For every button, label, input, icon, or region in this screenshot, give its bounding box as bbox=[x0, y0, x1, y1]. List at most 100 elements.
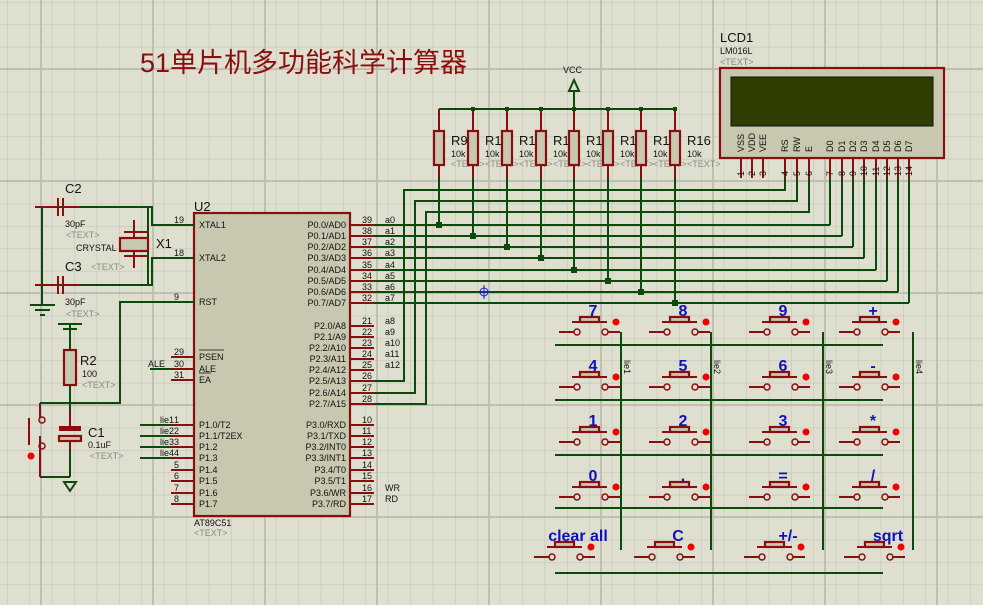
keypad-button[interactable]: 6 bbox=[749, 358, 810, 391]
keypad-button[interactable]: 4 bbox=[559, 358, 620, 391]
keypad-button[interactable]: 8 bbox=[649, 303, 710, 336]
key-label: * bbox=[870, 413, 877, 430]
mcu-pin-name: XTAL2 bbox=[199, 253, 226, 263]
mcu-pin-name: P3.3/INT1 bbox=[305, 453, 346, 463]
net-label: a7 bbox=[385, 293, 395, 303]
lcd-pin-name: D1 bbox=[837, 140, 847, 152]
pin-marker-icon bbox=[702, 483, 710, 491]
mcu-pin-number: 15 bbox=[362, 471, 372, 481]
mcu-text: <TEXT> bbox=[194, 528, 228, 538]
key-label: 8 bbox=[679, 303, 688, 320]
pin-marker-icon bbox=[802, 483, 810, 491]
net-label: a10 bbox=[385, 338, 400, 348]
mcu-pin-number: 34 bbox=[362, 271, 372, 281]
key-label: . bbox=[681, 468, 685, 485]
reset-button[interactable] bbox=[28, 403, 41, 477]
lcd-pin-name: D7 bbox=[904, 140, 914, 152]
keypad-button[interactable]: - bbox=[839, 358, 900, 391]
net-label: ALE bbox=[148, 359, 165, 369]
mcu-pin-number: 5 bbox=[174, 460, 179, 470]
mcu-pin-number: 21 bbox=[362, 316, 372, 326]
mcu-pin-number: 37 bbox=[362, 237, 372, 247]
mcu-pin-number: 6 bbox=[174, 471, 179, 481]
c1-ref: C1 bbox=[88, 425, 105, 440]
lcd-pin-name: D6 bbox=[893, 140, 903, 152]
keypad-button[interactable]: 5 bbox=[649, 358, 710, 391]
mcu-pin-name: P1.4 bbox=[199, 465, 218, 475]
mcu-pin-number: 4 bbox=[174, 448, 179, 458]
keypad-button[interactable]: clear all bbox=[534, 528, 608, 561]
crystal-ref: X1 bbox=[156, 236, 172, 251]
lcd-pin-number: 14 bbox=[904, 166, 914, 176]
keypad-button[interactable]: 2 bbox=[649, 413, 710, 446]
mcu-pin-number: 36 bbox=[362, 248, 372, 258]
keypad-button[interactable]: 0 bbox=[559, 468, 620, 501]
keypad-button[interactable]: 7 bbox=[559, 303, 620, 336]
net-label: a9 bbox=[385, 327, 395, 337]
keypad-button[interactable]: C bbox=[634, 528, 695, 561]
net-label: a2 bbox=[385, 237, 395, 247]
lcd-pin-number: 13 bbox=[893, 166, 903, 176]
mcu-pin-number: 8 bbox=[174, 494, 179, 504]
lcd-pin-name: VDD bbox=[747, 132, 757, 152]
keypad-button[interactable]: + bbox=[839, 303, 900, 336]
net-label: a8 bbox=[385, 316, 395, 326]
keypad-button[interactable]: * bbox=[839, 413, 900, 446]
pin-marker-icon bbox=[612, 318, 620, 326]
mcu-pin-name: P0.6/AD6 bbox=[307, 287, 346, 297]
reset-circuit[interactable]: R2 100 <TEXT> C1 0.1uF <TEXT> bbox=[27, 301, 195, 493]
lcd-pin-number: 11 bbox=[871, 167, 881, 176]
pin-marker-icon bbox=[892, 428, 900, 436]
mcu-pin-number: 12 bbox=[362, 437, 372, 447]
lcd-screen bbox=[730, 76, 934, 127]
keypad-button[interactable]: +/- bbox=[744, 528, 805, 561]
oscillator-circuit[interactable]: C2 30pF <TEXT> C3 <TEXT> 30pF <TEXT> CRY… bbox=[30, 181, 194, 319]
mcu-pin-name: P2.2/A10 bbox=[309, 343, 346, 353]
net-label: lie3 bbox=[160, 437, 174, 447]
c1-value: 0.1uF bbox=[88, 440, 112, 450]
mcu-pin-name: P1.1/T2EX bbox=[199, 431, 243, 441]
keypad-button[interactable]: 3 bbox=[749, 413, 810, 446]
mcu-pin-name: EA bbox=[199, 375, 211, 385]
lcd-pin-name: D2 bbox=[848, 140, 858, 152]
keypad-button[interactable]: sqrt bbox=[844, 528, 905, 561]
keypad-button[interactable]: 9 bbox=[749, 303, 810, 336]
mcu-pin-name: P0.2/AD2 bbox=[307, 242, 346, 252]
mcu-pin-name: P3.6/WR bbox=[310, 488, 347, 498]
net-label: a0 bbox=[385, 215, 395, 225]
mcu-pin-name: P1.2 bbox=[199, 442, 218, 452]
keypad-button[interactable]: = bbox=[749, 468, 810, 501]
pin-marker-icon bbox=[702, 318, 710, 326]
column-net-label: lie1 bbox=[622, 360, 632, 374]
mcu-pin-number: 28 bbox=[362, 394, 372, 404]
net-label: a12 bbox=[385, 360, 400, 370]
mcu-ref: U2 bbox=[194, 199, 211, 214]
pin-marker-icon bbox=[802, 428, 810, 436]
lcd-pin-number: 5 bbox=[792, 171, 802, 176]
r2-ref: R2 bbox=[80, 353, 97, 368]
keypad-button[interactable]: / bbox=[839, 468, 900, 501]
lcd-pin-name: D3 bbox=[859, 140, 869, 152]
ground-icon bbox=[62, 481, 78, 493]
resistor-ref: R16 bbox=[687, 133, 711, 148]
keypad-button[interactable]: 1 bbox=[559, 413, 620, 446]
c3-ref: C3 bbox=[65, 259, 82, 274]
key-label: - bbox=[870, 358, 875, 375]
lcd-pin-name: D4 bbox=[871, 140, 881, 152]
resistor-value: 10k bbox=[653, 149, 668, 159]
pin-marker-icon bbox=[612, 373, 620, 381]
vcc-label: VCC bbox=[563, 65, 583, 75]
net-label: lie1 bbox=[160, 415, 174, 425]
lcd-pin-number: 10 bbox=[859, 166, 869, 176]
mcu-model: AT89C51 bbox=[194, 518, 231, 528]
mcu-pin-number: 13 bbox=[362, 448, 372, 458]
keypad-button[interactable]: . bbox=[649, 468, 710, 501]
key-label: clear all bbox=[548, 528, 608, 545]
pin-marker-icon bbox=[587, 543, 595, 551]
pin-marker-icon bbox=[802, 318, 810, 326]
lcd-module[interactable]: LCD1 LM016L <TEXT> VSS1VDD2VEE3RS4RW5E6D… bbox=[718, 30, 946, 178]
resistor-text: <TEXT> bbox=[687, 159, 721, 169]
